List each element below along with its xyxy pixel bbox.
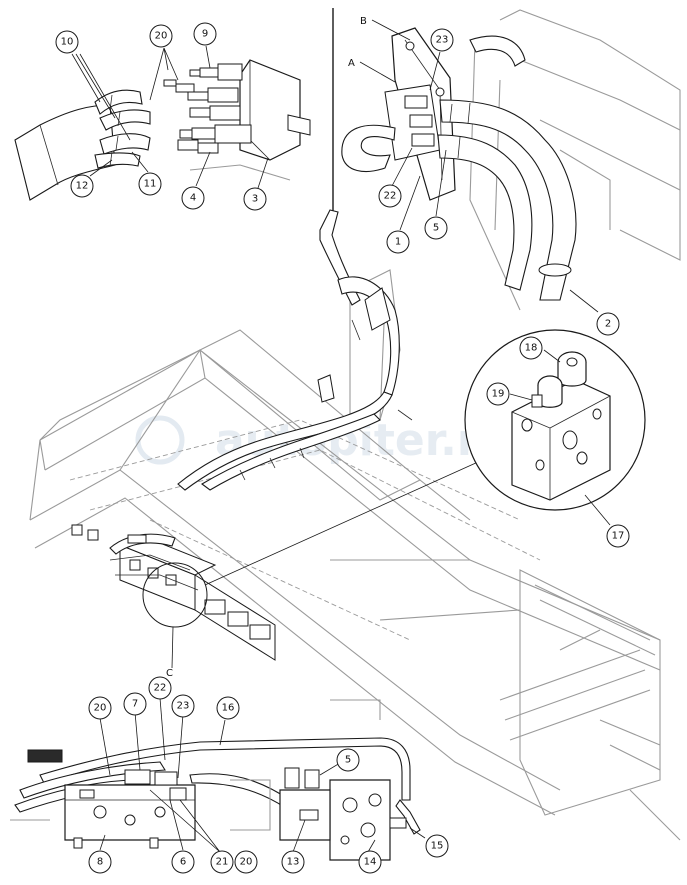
main-hose-run — [177, 209, 413, 491]
bottom-valve-assembly — [10, 737, 421, 861]
callout-10: 10 — [55, 30, 79, 54]
watermark-logo — [135, 415, 185, 465]
svg-text:5: 5 — [345, 755, 351, 766]
callout-13: 13 — [281, 850, 305, 874]
bracket-hoses-detail — [341, 27, 577, 301]
valve-bank-main — [71, 524, 276, 661]
svg-text:20: 20 — [94, 703, 107, 714]
svg-text:9: 9 — [202, 29, 208, 40]
svg-text:1: 1 — [395, 237, 401, 248]
callout-22-bottom: 22 — [148, 676, 172, 700]
callout-6: 6 — [171, 850, 195, 874]
svg-text:3: 3 — [252, 194, 258, 205]
callout-2: 2 — [596, 312, 620, 336]
svg-text:8: 8 — [97, 857, 103, 868]
svg-text:11: 11 — [144, 179, 157, 190]
callout-11: 11 — [138, 172, 162, 196]
svg-text:13: 13 — [287, 857, 300, 868]
callout-1: 1 — [386, 230, 410, 254]
svg-text:17: 17 — [612, 531, 625, 542]
svg-text:16: 16 — [222, 703, 235, 714]
callout-17: 17 — [606, 524, 630, 548]
svg-text:5: 5 — [433, 223, 439, 234]
svg-text:22: 22 — [154, 683, 167, 694]
svg-text:7: 7 — [132, 699, 138, 710]
callout-16: 16 — [216, 696, 240, 720]
svg-text:4: 4 — [190, 193, 196, 204]
svg-text:2: 2 — [605, 319, 611, 330]
coupler-block-detail — [14, 59, 311, 201]
svg-text:22: 22 — [384, 191, 397, 202]
svg-text:19: 19 — [492, 389, 505, 400]
svg-text:23: 23 — [177, 701, 190, 712]
svg-text:14: 14 — [364, 857, 377, 868]
callout-18: 18 — [519, 336, 543, 360]
svg-text:15: 15 — [431, 841, 444, 852]
callout-5-bottom: 5 — [336, 748, 360, 772]
callout-7: 7 — [123, 692, 147, 716]
callout-20-bm: 20 — [234, 850, 258, 874]
label-b: B — [360, 16, 367, 27]
callout-22-top: 22 — [378, 184, 402, 208]
callout-5-top: 5 — [424, 216, 448, 240]
svg-text:20: 20 — [240, 857, 253, 868]
svg-text:10: 10 — [61, 37, 74, 48]
label-a: A — [348, 58, 355, 69]
callouts: 10 12 11 20 9 4 3 23 22 1 5 2 18 19 17 2… — [55, 22, 630, 874]
svg-text:23: 23 — [436, 35, 449, 46]
svg-text:12: 12 — [76, 181, 89, 192]
callout-21: 21 — [210, 850, 234, 874]
svg-text:20: 20 — [155, 31, 168, 42]
callout-23-top: 23 — [430, 28, 454, 52]
callout-4: 4 — [181, 186, 205, 210]
callout-14: 14 — [358, 850, 382, 874]
label-c: C — [166, 668, 173, 679]
detail-c-circle — [142, 562, 208, 628]
svg-text:6: 6 — [180, 857, 186, 868]
callout-3: 3 — [243, 187, 267, 211]
svg-text:21: 21 — [216, 857, 229, 868]
callout-20-top: 20 — [149, 24, 173, 48]
callout-20-bl: 20 — [88, 696, 112, 720]
callout-9: 9 — [193, 22, 217, 46]
callout-23-bottom: 23 — [171, 694, 195, 718]
leader-lines — [71, 19, 611, 853]
c-leader — [171, 626, 174, 669]
svg-text:18: 18 — [525, 343, 538, 354]
solenoid-valve-detail — [464, 329, 646, 511]
callout-19: 19 — [486, 382, 510, 406]
callout-15: 15 — [425, 834, 449, 858]
callout-12: 12 — [70, 174, 94, 198]
detail-c-leader — [204, 461, 479, 586]
callout-8: 8 — [88, 850, 112, 874]
